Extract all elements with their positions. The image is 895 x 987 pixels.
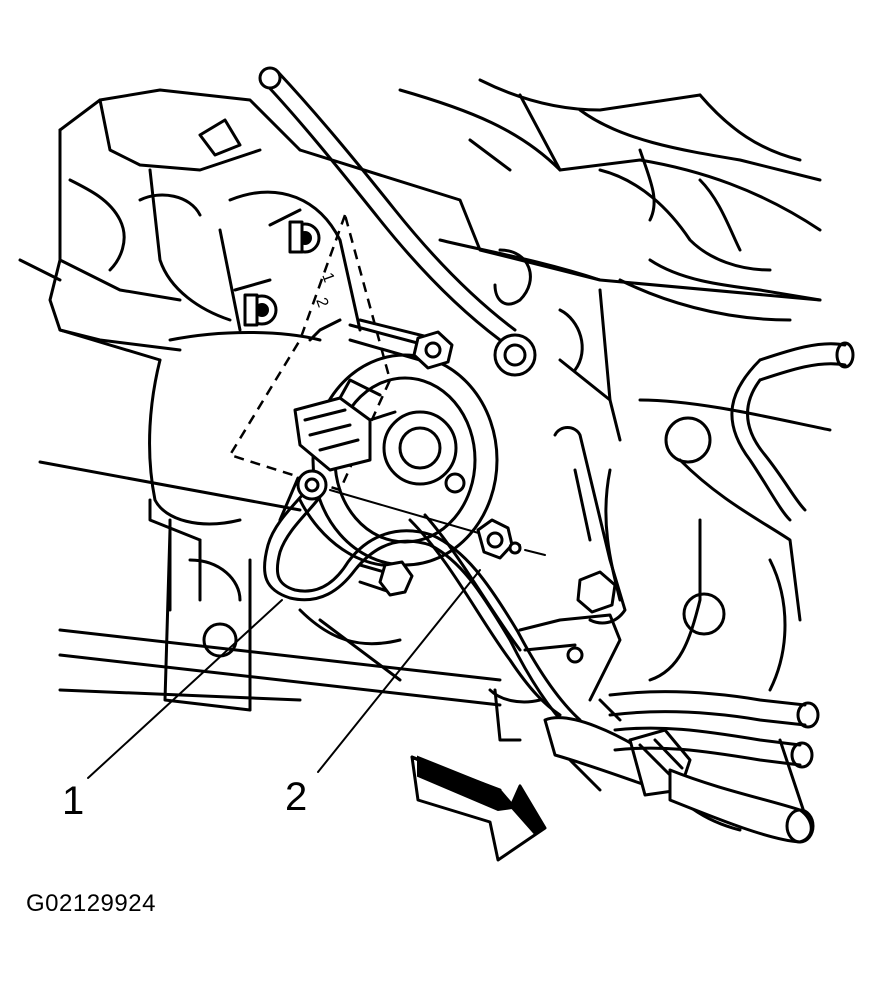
terminal-cover-outline [228, 210, 392, 492]
callout-1: 1 [62, 779, 84, 823]
starter-solenoid: 1 2 [218, 190, 362, 332]
ground-nut [329, 489, 546, 560]
engine-block [298, 78, 832, 832]
tubes [608, 341, 855, 769]
leader-lines [87, 569, 481, 779]
transmission-housing [18, 88, 302, 362]
ground-wire [263, 469, 582, 732]
frame-lines [38, 460, 622, 792]
electrical-connector [293, 378, 397, 472]
lower-bolt [358, 560, 414, 597]
mounting-bolt [348, 323, 454, 370]
mounting-bracket [518, 426, 627, 702]
front-direction-arrow [410, 755, 547, 862]
mounting-flange [163, 528, 402, 712]
figure-id: G02129924 [26, 890, 156, 917]
callout-2: 2 [285, 775, 307, 819]
leader-line-2 [317, 569, 481, 773]
leader-line-1 [87, 599, 283, 779]
vacuum-hose [258, 66, 537, 377]
wiring-harness [408, 513, 815, 844]
